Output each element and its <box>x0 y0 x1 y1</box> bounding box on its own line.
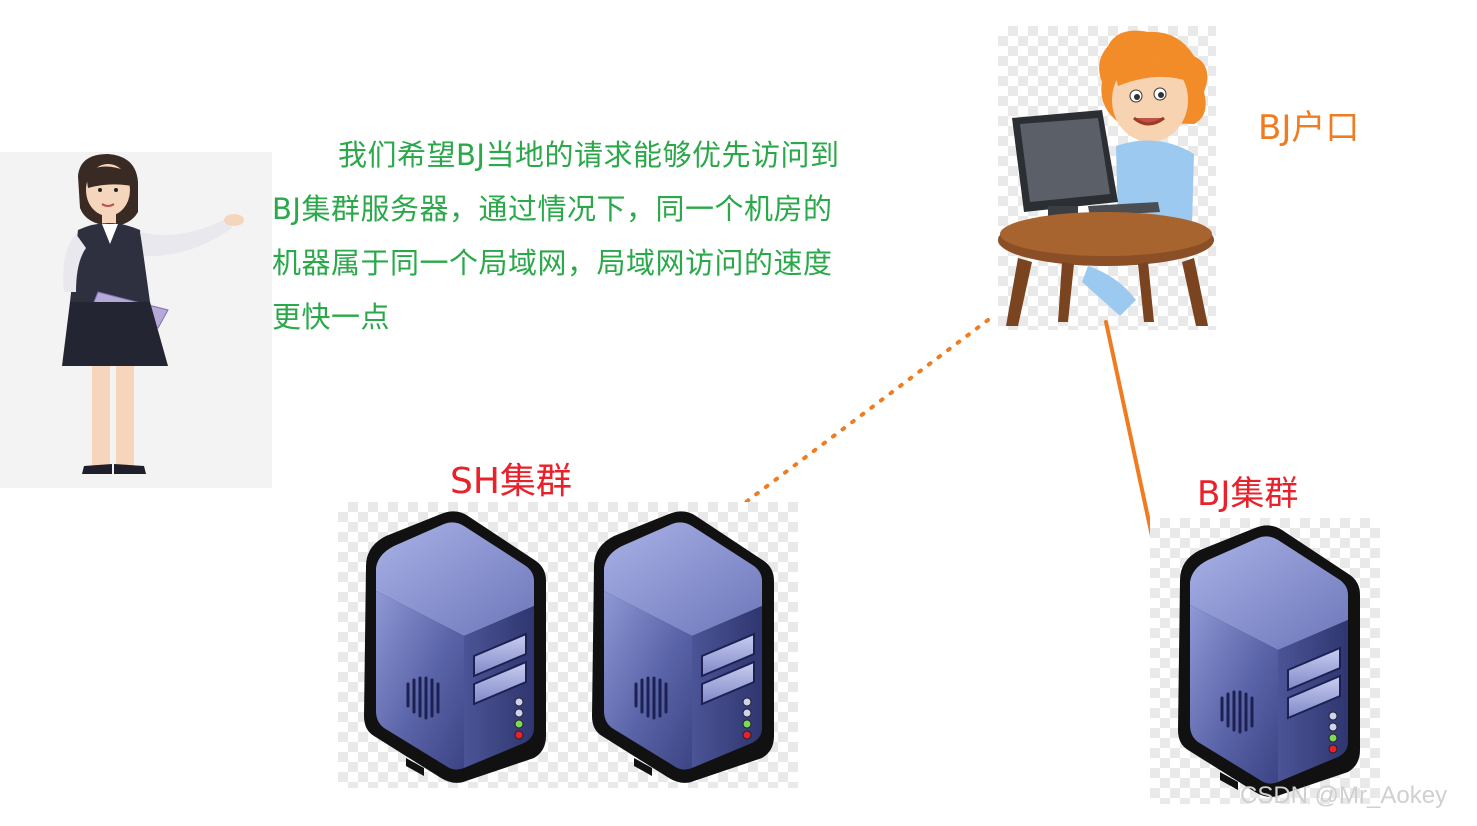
description-text: 我们希望BJ当地的请求能够优先访问到 BJ集群服务器，通过情况下，同一个机房的 … <box>272 128 892 344</box>
description-line: 机器属于同一个局域网，局域网访问的速度 <box>272 246 833 280</box>
bj-cluster-label: BJ集群 <box>1197 474 1299 514</box>
description-line: 我们希望BJ当地的请求能够优先访问到 <box>338 138 840 172</box>
user-to-sh-dotted-line <box>720 318 990 522</box>
server-tower-icon <box>574 506 784 786</box>
watermark: CSDN @Mr_Aokey <box>1240 782 1448 809</box>
server-tower-icon <box>1160 520 1370 800</box>
description-line: 更快一点 <box>272 300 391 334</box>
boy-at-computer-icon <box>998 30 1214 326</box>
server-tower-icon <box>346 506 556 786</box>
user-label: BJ户口 <box>1258 108 1360 148</box>
sh-cluster-label: SH集群 <box>450 461 572 502</box>
presenter-woman-icon <box>62 154 244 474</box>
user-to-bj-solid-line <box>1104 320 1160 566</box>
description-line: BJ集群服务器，通过情况下，同一个机房的 <box>272 192 833 226</box>
